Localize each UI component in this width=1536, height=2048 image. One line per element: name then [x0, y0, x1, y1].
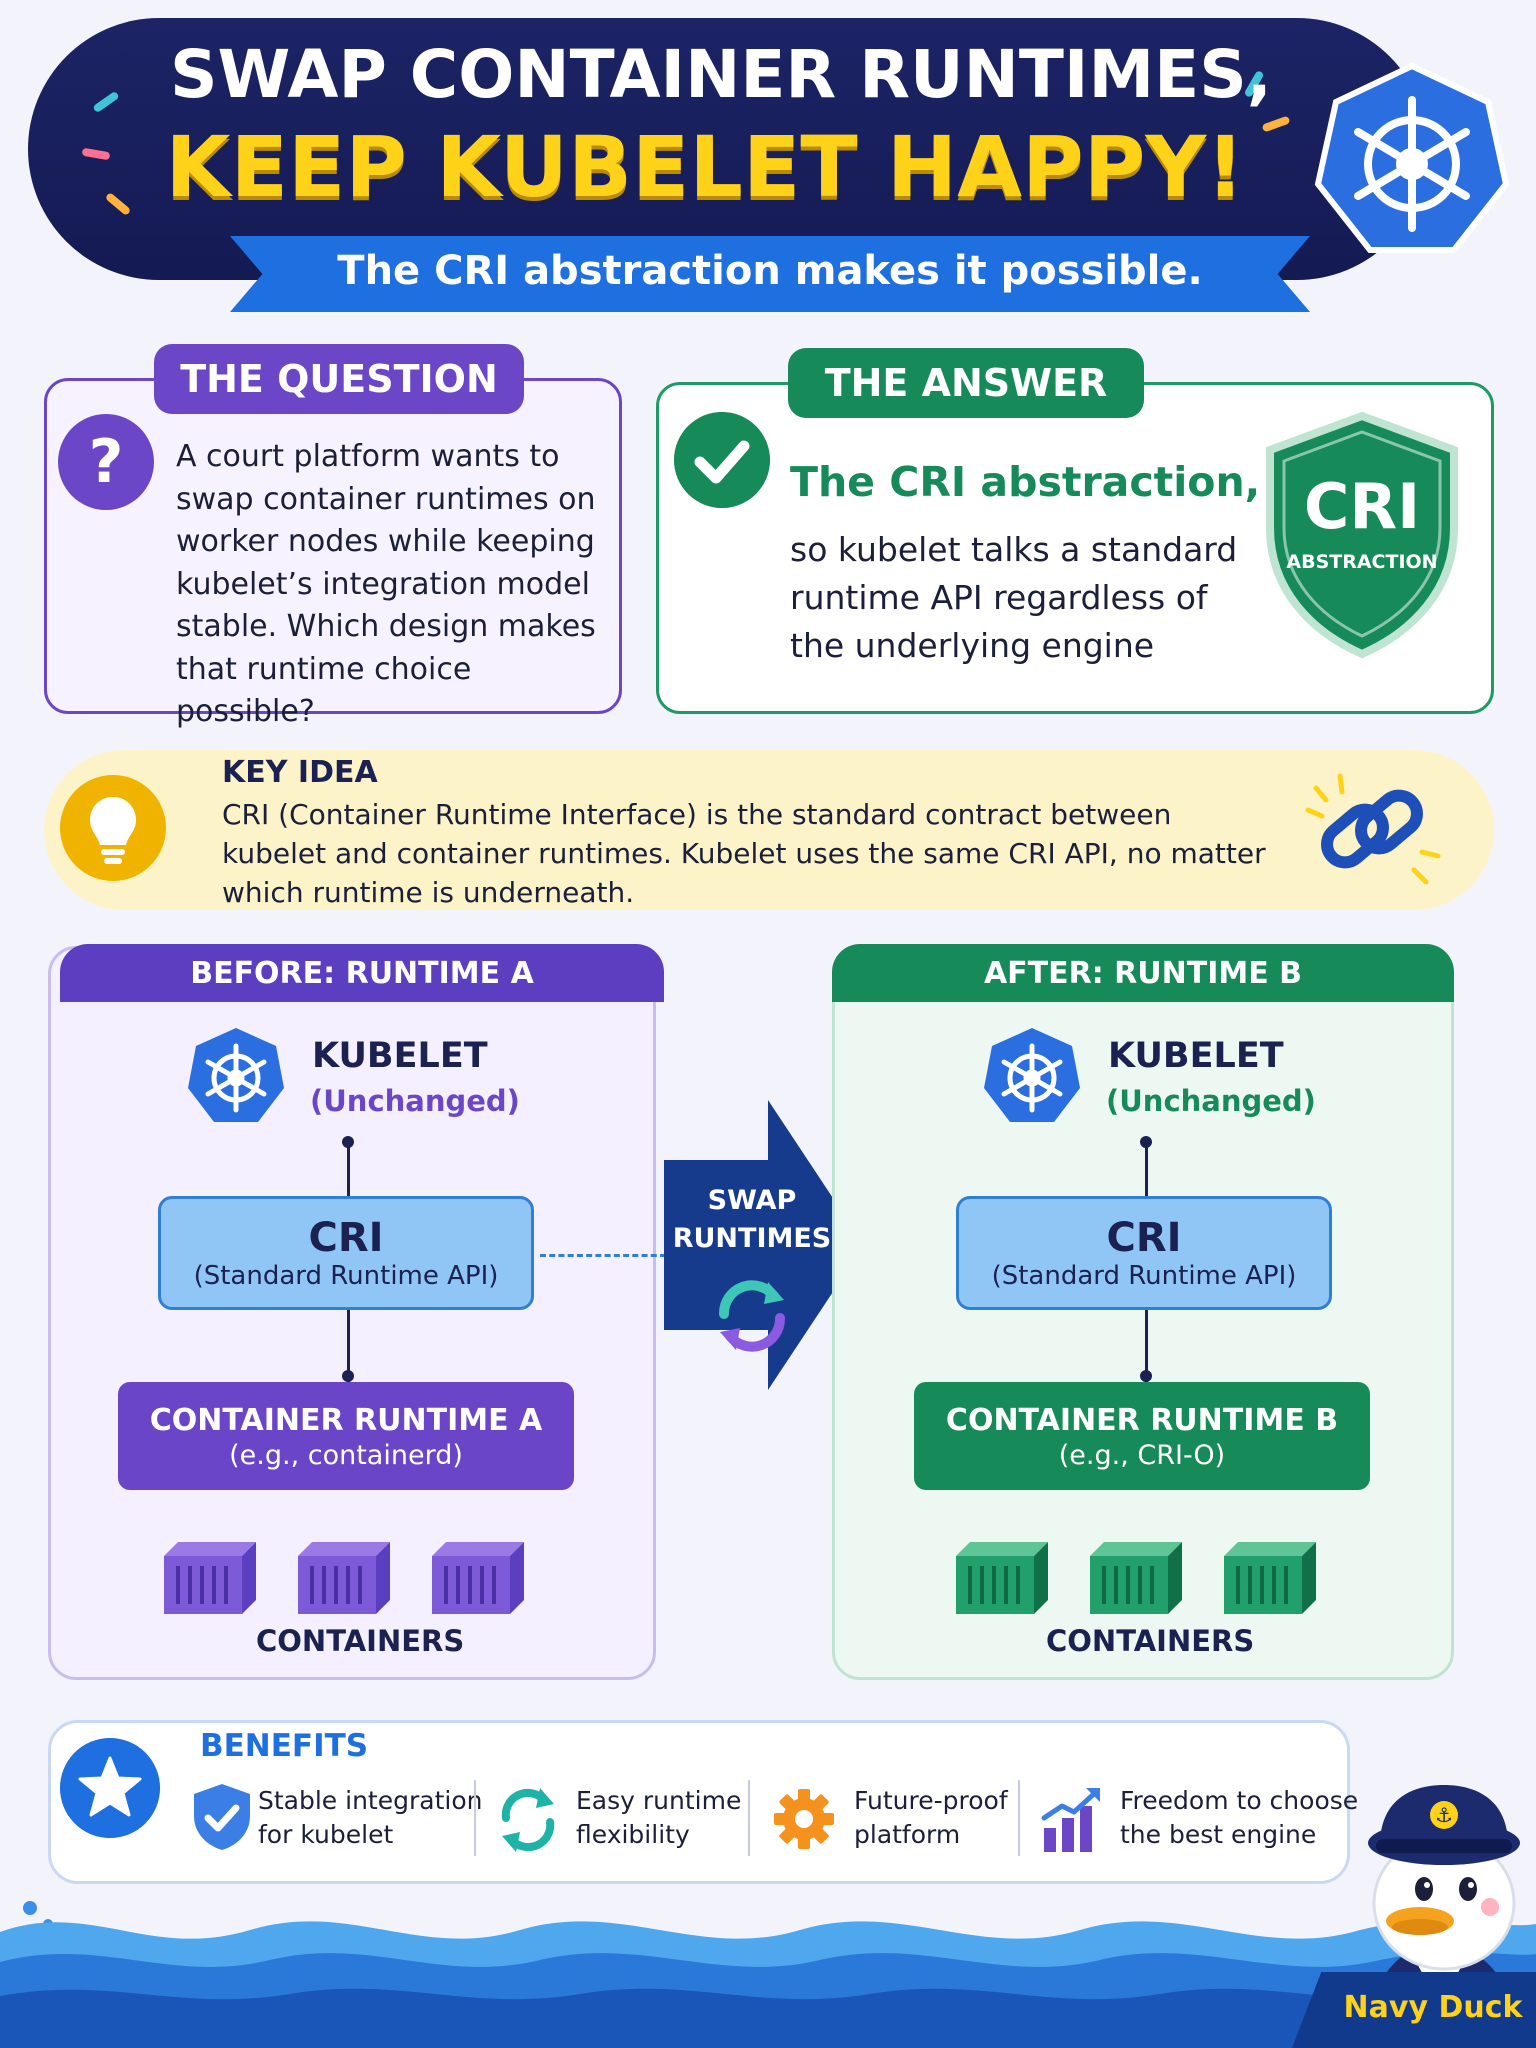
before-panel-header: BEFORE: RUNTIME A — [60, 944, 664, 1002]
benefit-line-2: platform — [854, 1820, 961, 1849]
swap-label: SWAP RUNTIMES — [664, 1182, 840, 1258]
divider — [748, 1780, 750, 1856]
container-crate-icon — [432, 1542, 524, 1614]
svg-text:⚓: ⚓ — [1435, 1803, 1453, 1827]
cri-title: CRI — [308, 1215, 384, 1261]
divider — [1018, 1780, 1020, 1856]
divider — [474, 1780, 476, 1856]
benefit-text: Easy runtime flexibility — [576, 1784, 741, 1852]
title-line-1: SWAP CONTAINER RUNTIMES, — [170, 36, 1272, 113]
before-containers-label: CONTAINERS — [256, 1624, 465, 1658]
container-runtime-b-box: CONTAINER RUNTIME B (e.g., CRI-O) — [914, 1382, 1370, 1490]
subtitle: The CRI abstraction makes it possible. — [337, 248, 1203, 294]
benefit-line-2: for kubelet — [258, 1820, 394, 1849]
swap-label-line-1: SWAP — [707, 1185, 797, 1216]
after-containers-label: CONTAINERS — [1046, 1624, 1255, 1658]
connector-line — [347, 1142, 350, 1196]
question-text: A court platform wants to swap container… — [176, 439, 596, 729]
benefit-line-1: Freedom to choose — [1120, 1786, 1359, 1815]
benefit-text: Future-proof platform — [854, 1784, 1008, 1852]
question-mark-icon: ? — [58, 414, 154, 510]
swap-label-line-2: RUNTIMES — [672, 1223, 832, 1254]
container-crate-icon — [298, 1542, 390, 1614]
after-kubelet-note: (Unchanged) — [1106, 1084, 1316, 1118]
container-crate-icon — [956, 1542, 1048, 1614]
container-crate-icon — [1090, 1542, 1182, 1614]
after-cri-box: CRI (Standard Runtime API) — [956, 1196, 1332, 1310]
kubelet-helm-icon — [188, 1028, 284, 1122]
benefit-line-2: flexibility — [576, 1820, 690, 1849]
gear-icon — [774, 1789, 834, 1849]
runtime-subtitle: (e.g., CRI-O) — [1058, 1439, 1226, 1471]
benefits-title: BENEFITS — [200, 1728, 369, 1764]
key-idea-title: KEY IDEA — [222, 755, 378, 790]
cri-subtitle: (Standard Runtime API) — [193, 1261, 499, 1291]
connector-dot — [1140, 1370, 1152, 1382]
growth-chart-icon — [1041, 1788, 1100, 1852]
lightbulb-icon — [60, 775, 166, 881]
dashed-connector — [540, 1254, 666, 1257]
shield-subtitle: ABSTRACTION — [1286, 551, 1437, 573]
answer-text: so kubelet talks a standard runtime API … — [790, 530, 1238, 665]
container-crate-icon — [164, 1542, 256, 1614]
cri-shield-icon: CRI ABSTRACTION — [1266, 411, 1458, 659]
container-runtime-a-box: CONTAINER RUNTIME A (e.g., containerd) — [118, 1382, 574, 1490]
after-kubelet-label: KUBELET — [1108, 1036, 1284, 1076]
key-idea-text: CRI (Container Runtime Interface) is the… — [222, 798, 1266, 909]
shield-title: CRI — [1304, 470, 1420, 543]
answer-label: THE ANSWER — [788, 348, 1144, 418]
ocean-waves — [0, 1901, 1536, 2048]
before-kubelet-label: KUBELET — [312, 1036, 488, 1076]
swap-cycle-icon — [718, 1280, 786, 1352]
answer-headline: The CRI abstraction, — [790, 458, 1261, 506]
cri-title: CRI — [1106, 1215, 1182, 1261]
swap-arrow — [664, 1100, 864, 1390]
signature-banner — [1292, 1972, 1536, 2048]
container-crate-icon — [1224, 1542, 1316, 1614]
refresh-icon — [501, 1788, 555, 1852]
benefits-card — [48, 1720, 1350, 1884]
benefit-text: Freedom to choose the best engine — [1120, 1784, 1358, 1852]
key-idea-card — [44, 750, 1494, 910]
kubernetes-helm-icon — [1314, 62, 1510, 253]
checkmark-icon — [674, 412, 770, 508]
subtitle-ribbon — [230, 236, 1310, 312]
runtime-subtitle: (e.g., containerd) — [229, 1439, 463, 1471]
connector-line — [1145, 1310, 1148, 1382]
runtime-title: CONTAINER RUNTIME A — [149, 1402, 543, 1438]
signature: Navy Duck — [1343, 1990, 1523, 2025]
star-icon — [60, 1738, 160, 1838]
benefit-line-1: Easy runtime — [576, 1786, 742, 1815]
runtime-title: CONTAINER RUNTIME B — [945, 1402, 1339, 1438]
kubelet-helm-icon — [984, 1028, 1080, 1122]
connector-line — [347, 1310, 350, 1382]
before-cri-box: CRI (Standard Runtime API) — [158, 1196, 534, 1310]
connector-line — [1145, 1142, 1148, 1196]
benefit-line-1: Future-proof — [854, 1786, 1008, 1815]
chain-link-icon — [1305, 773, 1441, 885]
shield-check-icon — [194, 1784, 250, 1850]
after-panel-header: AFTER: RUNTIME B — [832, 944, 1454, 1002]
benefit-line-1: Stable integration — [258, 1786, 483, 1815]
question-label: THE QUESTION — [154, 344, 524, 414]
connector-dot — [342, 1370, 354, 1382]
benefit-line-2: the best engine — [1120, 1820, 1317, 1849]
cri-subtitle: (Standard Runtime API) — [991, 1261, 1297, 1291]
before-kubelet-note: (Unchanged) — [310, 1084, 520, 1118]
benefit-text: Stable integration for kubelet — [258, 1784, 482, 1852]
title-line-2: KEEP KUBELET HAPPY! — [165, 118, 1245, 216]
